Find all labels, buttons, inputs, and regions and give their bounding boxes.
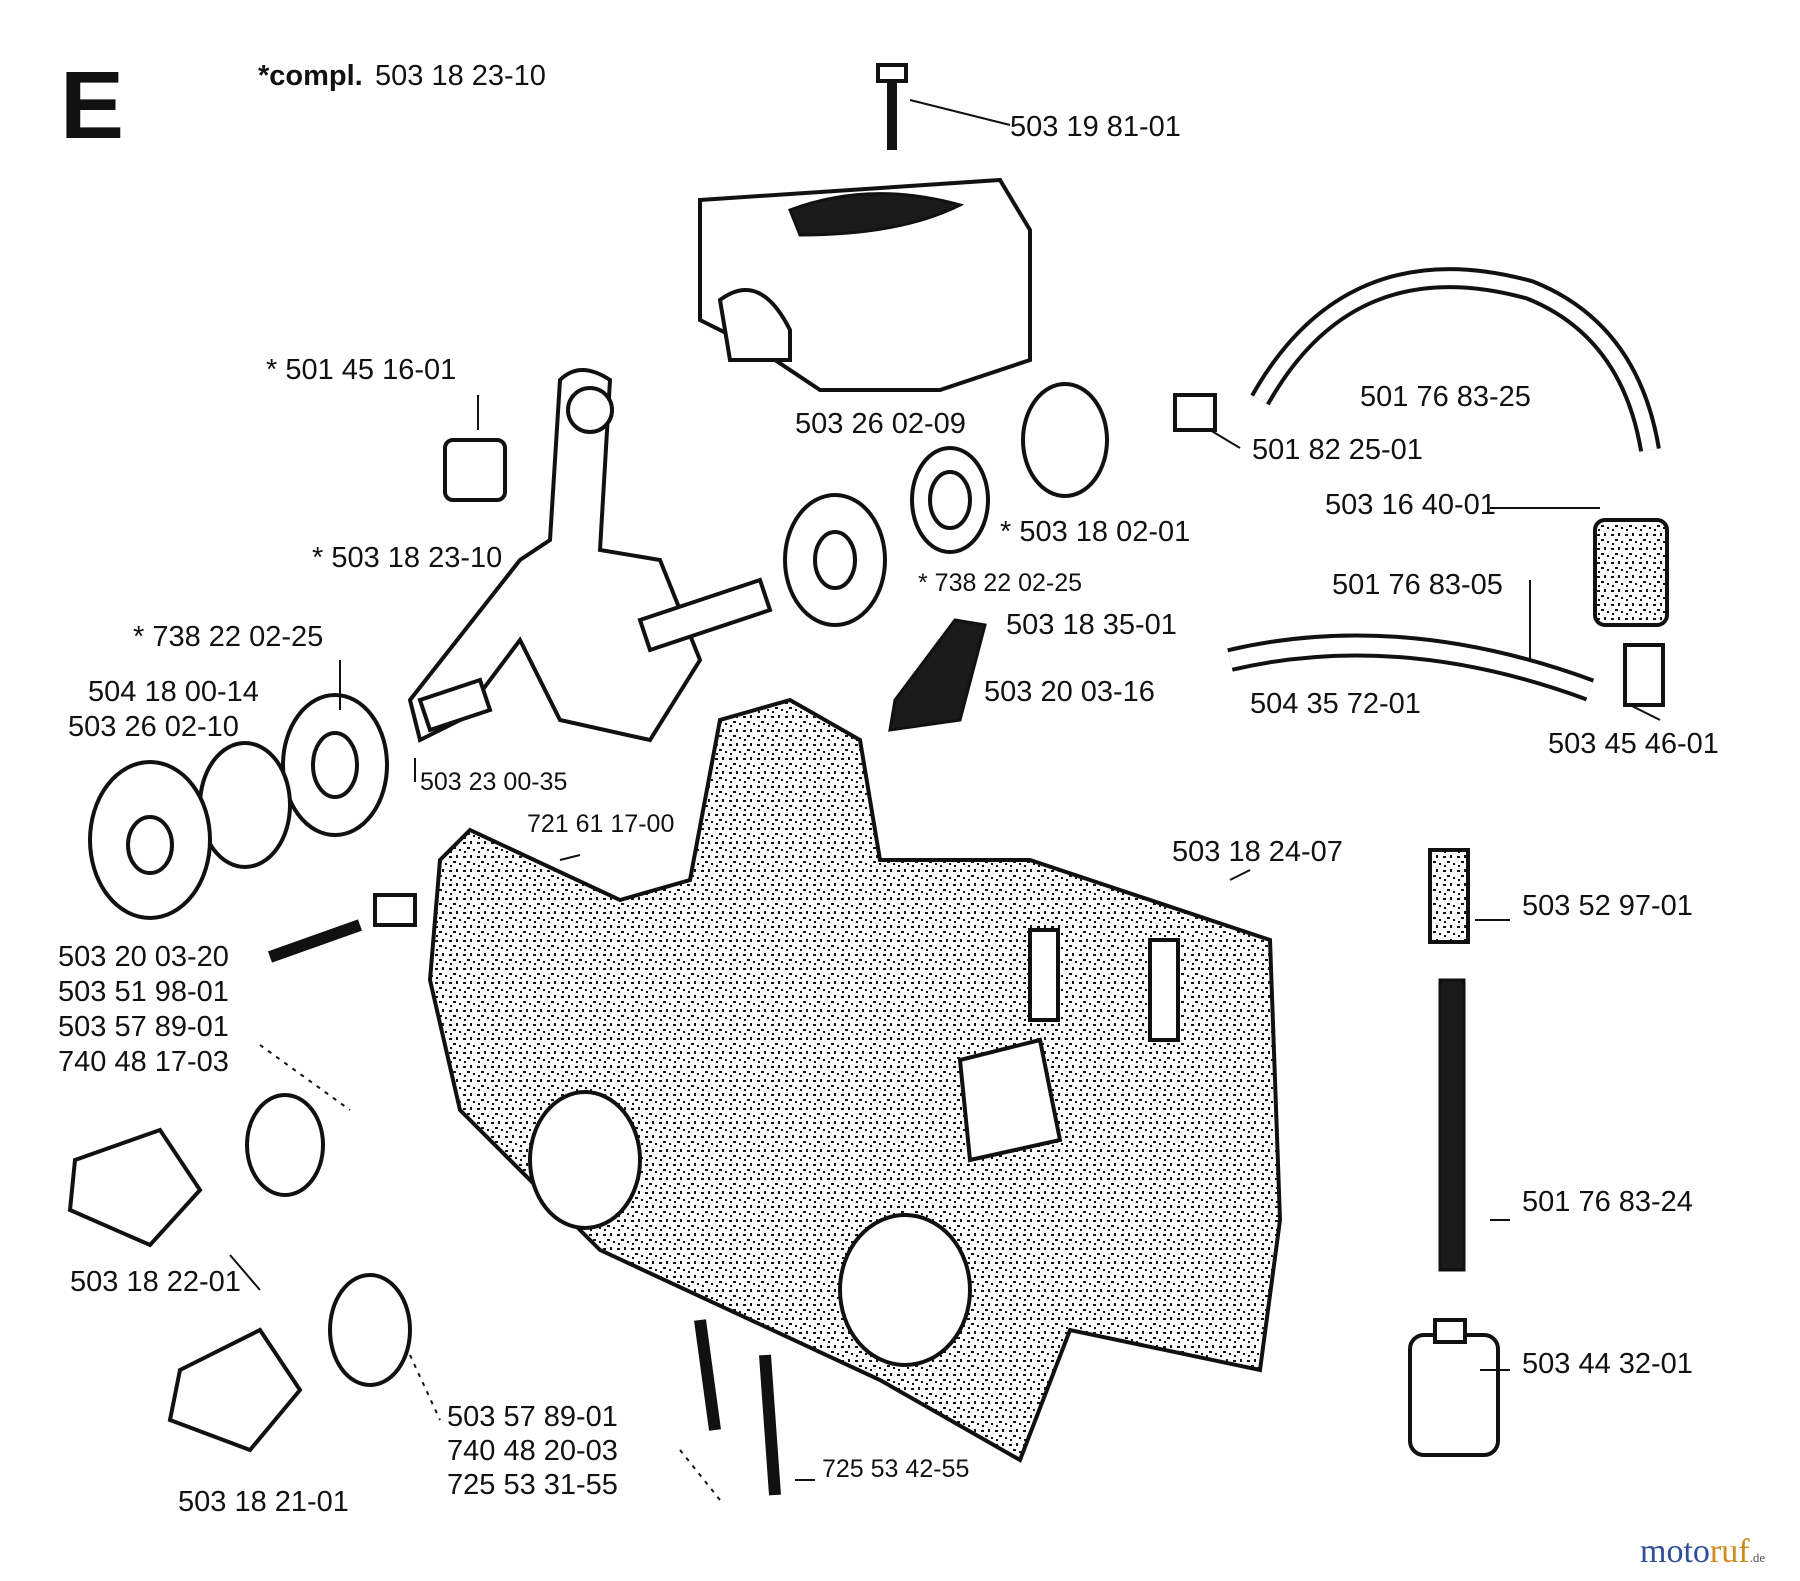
part-label: 503 18 24-07 [1172, 836, 1343, 868]
part-label: 503 18 35-01 [1006, 609, 1177, 641]
part-label: 503 18 21-01 [178, 1486, 349, 1518]
part-label: 503 45 46-01 [1548, 728, 1719, 760]
part-label: 503 20 03-16 [984, 676, 1155, 708]
part-label: 503 20 03-20 [58, 941, 229, 973]
part-label: 503 44 32-01 [1522, 1348, 1693, 1380]
part-label: * 738 22 02-25 [133, 621, 324, 653]
compl-prefix: *compl. [258, 60, 363, 92]
part-label: 504 35 72-01 [1250, 688, 1421, 720]
section-letter: E [60, 52, 125, 159]
part-label: 725 53 31-55 [447, 1469, 618, 1501]
part-label: 501 82 25-01 [1252, 434, 1423, 466]
cylinder-screw-part [876, 63, 908, 150]
part-label: 503 57 89-01 [58, 1011, 229, 1043]
part-label: 503 26 02-09 [795, 408, 966, 440]
watermark-part1: moto [1640, 1533, 1710, 1570]
part-label: 503 26 02-10 [68, 711, 239, 743]
fuel-filter-part [1408, 518, 1669, 1457]
part-label: 503 57 89-01 [447, 1401, 618, 1433]
part-label: * 503 18 23-10 [312, 542, 503, 574]
part-label: 503 23 00-35 [420, 768, 568, 796]
watermark-part3: .de [1749, 1550, 1766, 1565]
leader-lines [229, 99, 1661, 1501]
part-label: 740 48 20-03 [447, 1435, 618, 1467]
part-label: 501 76 83-24 [1522, 1186, 1693, 1218]
fuel-hose-part [1227, 267, 1661, 1272]
crankcase-part [427, 697, 1283, 1463]
watermark-part2: ruf [1709, 1533, 1750, 1570]
part-label: 721 61 17-00 [527, 810, 675, 838]
part-label: 740 48 17-03 [58, 1046, 229, 1078]
elbow-fitting-part [1173, 393, 1665, 707]
needle-bearing-part [443, 438, 507, 502]
stop-bracket-part [888, 618, 987, 732]
part-label: 503 52 97-01 [1522, 890, 1693, 922]
cylinder-part [698, 177, 1032, 392]
part-label: 503 18 22-01 [70, 1266, 241, 1298]
oil-plug-part [67, 1093, 412, 1453]
seal-ring-part [88, 382, 1109, 920]
part-label: 503 16 40-01 [1325, 489, 1496, 521]
watermark-logo: motoruf.de [1640, 1535, 1765, 1569]
part-label: 503 19 81-01 [1010, 111, 1181, 143]
part-label: * 738 22 02-25 [918, 569, 1083, 597]
crankshaft-part [407, 368, 773, 743]
part-label: * 501 45 16-01 [266, 354, 457, 386]
part-label: 725 53 42-55 [822, 1455, 970, 1483]
part-label: 504 18 00-14 [88, 676, 259, 708]
compl-number: 503 18 23-10 [375, 60, 546, 92]
ball-bearing-part [281, 493, 887, 837]
part-label: 501 76 83-05 [1332, 569, 1503, 601]
spring-part [1428, 848, 1470, 944]
part-label: * 503 18 02-01 [1000, 516, 1191, 548]
part-label: 501 76 83-25 [1360, 381, 1531, 413]
bolt-part [267, 893, 781, 1496]
part-label: 503 51 98-01 [58, 976, 229, 1008]
